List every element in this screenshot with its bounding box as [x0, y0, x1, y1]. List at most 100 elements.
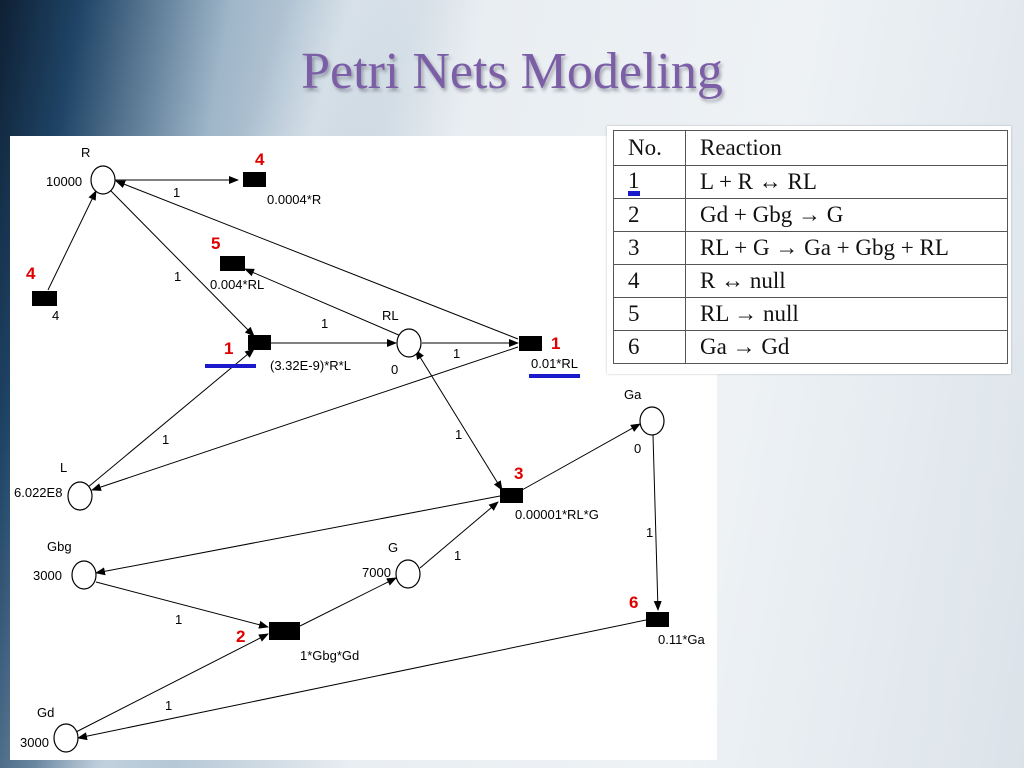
place-Gd-name: Gd — [37, 705, 54, 720]
row-number: 3 — [613, 231, 686, 265]
row-number: 5 — [613, 297, 686, 331]
table-row: 3 RL + G → Ga + Gbg + RL — [613, 231, 1008, 265]
diagram-panel — [10, 136, 717, 760]
place-R — [90, 165, 116, 195]
transition-rate-labels: 0.0004*R 4 0.004*RL (3.32E-9)*R*L 0.01*R… — [52, 192, 706, 663]
table-row: 1 L + R ↔ RL — [613, 165, 1008, 199]
t5-number: 5 — [211, 234, 220, 253]
arc-t3-to-Ga — [521, 423, 641, 491]
table-row: 5 RL → null — [613, 297, 1008, 331]
row-number: 1 — [628, 169, 640, 196]
t3-number: 3 — [514, 464, 523, 483]
arc-t4b-to-R — [47, 190, 97, 291]
t1b-number: 1 — [551, 334, 560, 353]
t3-rate: 0.00001*RL*G — [515, 507, 599, 522]
reaction-table-header: No. Reaction — [613, 130, 1008, 166]
t1b-rate: 0.01*RL — [531, 356, 578, 371]
t6-rate: 0.11*Ga — [658, 632, 706, 647]
petri-net-diagram: 1 1 1 1 1 1 1 1 1 1 R 10000 RL 0 L 6.022… — [14, 145, 706, 753]
header-reaction: Reaction — [685, 130, 1008, 166]
arc-RL-t3-reversible — [415, 349, 503, 491]
arc-G-to-t3 — [419, 501, 499, 569]
table-row: 4 R ↔ null — [613, 264, 1008, 298]
row-reaction: R ↔ null — [685, 264, 1008, 298]
weight-G-t3: 1 — [454, 548, 461, 563]
place-RL — [396, 328, 422, 358]
weight-Ga-t6: 1 — [646, 525, 653, 540]
weight-Gbg-t2: 1 — [175, 612, 182, 627]
slide-title: Petri Nets Modeling — [301, 43, 723, 100]
arc-t2-to-G — [299, 577, 397, 627]
place-Ga-name: Ga — [624, 387, 642, 402]
transition-t6 — [646, 612, 669, 627]
place-L-tokens: 6.022E8 — [14, 485, 62, 500]
reaction-numbers: 4 4 5 1 1 3 2 6 — [26, 150, 638, 646]
t4b-number: 4 — [26, 264, 36, 283]
transition-t1a — [248, 335, 271, 350]
place-Gbg — [71, 560, 97, 590]
place-L — [67, 481, 93, 511]
t1a-number: 1 — [224, 339, 233, 358]
highlight-underlines — [205, 364, 580, 378]
place-Gbg-tokens: 3000 — [33, 568, 62, 583]
place-RL-name: RL — [382, 308, 399, 323]
t1b-highlight-underline — [529, 374, 580, 378]
arc-L-to-t1a — [86, 348, 255, 489]
arcs — [47, 176, 662, 741]
place-Ga-tokens: 0 — [634, 441, 641, 456]
place-RL-tokens: 0 — [391, 362, 398, 377]
arc-Gd-to-t2 — [75, 633, 269, 733]
arc-Ga-to-t6 — [652, 434, 662, 611]
transition-t4b — [32, 291, 57, 306]
row-reaction: L + R ↔ RL — [685, 165, 1008, 199]
arc-R-to-t1a — [109, 189, 255, 337]
transition-t3 — [500, 488, 523, 503]
transition-t1b — [519, 336, 542, 351]
t4a-number: 4 — [255, 150, 265, 169]
table-row: 2 Gd + Gbg → G — [613, 198, 1008, 232]
arc-t1b-to-R — [115, 180, 519, 340]
t1a-rate: (3.32E-9)*R*L — [270, 358, 351, 373]
arc-weight-labels: 1 1 1 1 1 1 1 1 1 1 — [162, 185, 653, 713]
t5-rate: 0.004*RL — [210, 277, 264, 292]
arc-RL-to-t5 — [244, 268, 402, 337]
place-G-name: G — [388, 540, 398, 555]
place-L-name: L — [60, 460, 67, 475]
transition-t4a — [243, 172, 266, 187]
weight-t6-Gd: 1 — [165, 698, 172, 713]
t4b-rate: 4 — [52, 308, 59, 323]
t1a-highlight-underline — [205, 364, 256, 368]
t2-rate: 1*Gbg*Gd — [300, 648, 359, 663]
row-number: 4 — [613, 264, 686, 298]
t6-number: 6 — [629, 593, 638, 612]
place-labels: R 10000 RL 0 L 6.022E8 Gbg 3000 G 7000 G… — [14, 145, 642, 750]
row-number: 6 — [613, 330, 686, 364]
reaction-table-card: No. Reaction 1 L + R ↔ RL 2 Gd + Gbg → G… — [607, 126, 1011, 374]
place-Ga — [639, 406, 665, 436]
place-Gbg-name: Gbg — [47, 539, 72, 554]
reaction-table: No. Reaction 1 L + R ↔ RL 2 Gd + Gbg → G… — [613, 130, 1008, 364]
place-G-tokens: 7000 — [362, 565, 391, 580]
weight-RL-t3: 1 — [455, 427, 462, 442]
place-R-name: R — [81, 145, 90, 160]
transitions — [32, 172, 669, 640]
row-reaction: RL + G → Ga + Gbg + RL — [685, 231, 1008, 265]
transition-t5 — [220, 256, 245, 271]
weight-t1a-RL: 1 — [321, 316, 328, 331]
t4a-rate: 0.0004*R — [267, 192, 321, 207]
weight-RL-t1b: 1 — [453, 346, 460, 361]
places — [53, 165, 665, 753]
place-Gd-tokens: 3000 — [20, 735, 49, 750]
arc-Gbg-to-t2 — [95, 581, 269, 629]
weight-L-t1a: 1 — [162, 432, 169, 447]
row-reaction: Ga → Gd — [685, 330, 1008, 364]
arc-t3-to-Gbg — [95, 495, 501, 576]
place-R-tokens: 10000 — [46, 174, 82, 189]
arc-t6-to-Gd — [77, 619, 647, 741]
table-row: 6 Ga → Gd — [613, 330, 1008, 364]
place-G — [395, 559, 421, 589]
place-Gd — [53, 723, 79, 753]
t2-number: 2 — [236, 627, 245, 646]
row-reaction: RL → null — [685, 297, 1008, 331]
row-reaction: Gd + Gbg → G — [685, 198, 1008, 232]
